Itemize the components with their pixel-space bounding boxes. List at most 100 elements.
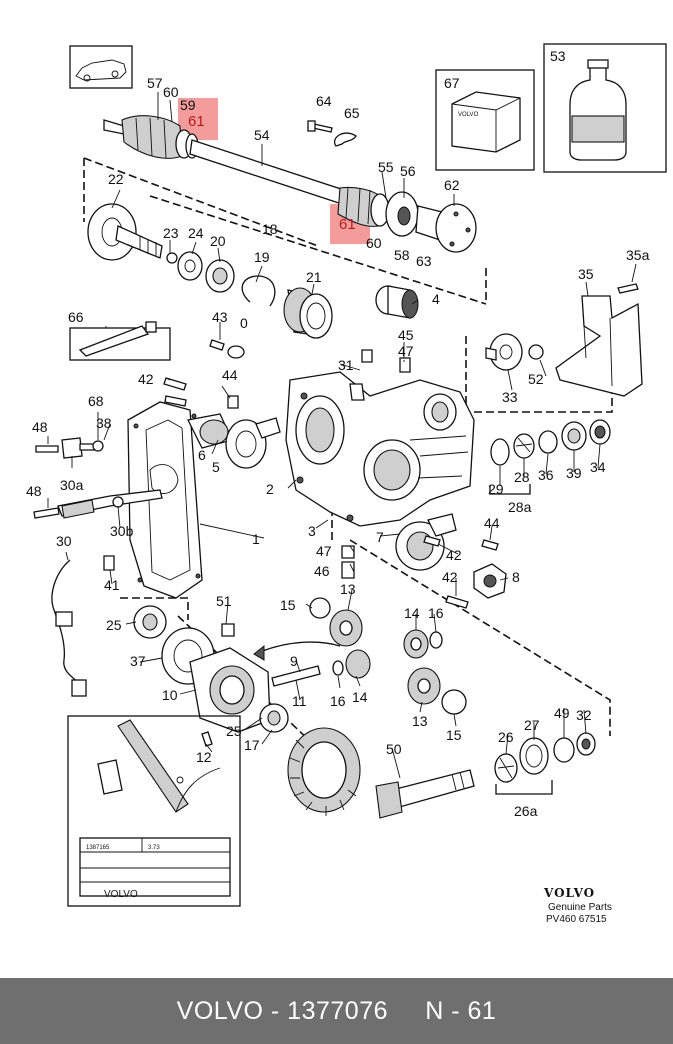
car-icon	[69, 45, 133, 89]
connector	[55, 611, 73, 627]
part-label: 53	[550, 48, 566, 64]
sleeve-4	[375, 285, 419, 319]
part-label: 23	[163, 225, 179, 241]
part-label: 30a	[60, 477, 84, 493]
part-label: 14	[352, 689, 368, 705]
gear-13b	[407, 667, 441, 705]
bracket-35	[555, 283, 643, 397]
sleeve-21	[283, 287, 333, 339]
bolt	[481, 539, 499, 551]
part-label: 65	[344, 105, 360, 121]
part-label: 43	[212, 309, 228, 325]
part-label: 35	[578, 266, 594, 282]
bolt	[341, 561, 355, 579]
inset-brand: VOLVO	[104, 889, 138, 900]
part-label: 28	[514, 469, 530, 485]
part-label: 64	[316, 93, 332, 109]
highlight-label: 61	[339, 216, 356, 233]
washer	[227, 345, 245, 359]
brand-subtitle: Genuine Parts	[548, 902, 612, 913]
part-label: 16	[428, 605, 444, 621]
washer-16b	[332, 660, 344, 676]
part-label: 36	[538, 467, 554, 483]
bolt	[227, 395, 239, 409]
part-label: 46	[314, 563, 330, 579]
part-label: 20	[210, 233, 226, 249]
part-labels: 57 60 59 61 64 65 54 55 56 62 22 18 61 6…	[26, 48, 650, 819]
bolt	[33, 507, 60, 519]
bearing-26	[494, 753, 518, 783]
part-label: 10	[162, 687, 178, 703]
part-label: 13	[340, 581, 356, 597]
part-label: 47	[316, 543, 332, 559]
part-label: 31	[338, 357, 354, 373]
gear-13	[329, 609, 363, 647]
part-label: 55	[378, 159, 394, 175]
part-label: 11	[292, 693, 307, 709]
part-label: 49	[554, 705, 570, 721]
part-label: 68	[88, 393, 104, 409]
bearing-25	[133, 605, 167, 639]
part-label: 29	[488, 481, 504, 497]
bearing-28	[513, 433, 535, 459]
nut-8	[473, 563, 507, 599]
seal-34	[589, 419, 611, 445]
bolt	[163, 377, 187, 391]
part-label: 47	[398, 343, 414, 359]
part-label: 60	[366, 235, 382, 251]
part-label: 48	[26, 483, 42, 499]
part-label: 62	[444, 177, 460, 193]
part-label: 24	[188, 225, 204, 241]
part-label: 1	[252, 531, 260, 547]
part-label: 28a	[508, 499, 532, 515]
part-label: 59	[180, 97, 196, 113]
cup-27	[519, 737, 549, 775]
washer-15	[309, 597, 331, 619]
part-label: 33	[502, 389, 518, 405]
grease-tube-66	[69, 321, 171, 361]
footer-text: VOLVO - 1377076 N - 61	[176, 996, 497, 1025]
part-label: 7	[376, 529, 384, 545]
part-label: 21	[306, 269, 322, 285]
part-label: 17	[244, 737, 260, 753]
part-label: 19	[254, 249, 270, 265]
exploded-parts-diagram: VOLVO	[26, 43, 667, 925]
bottle-53	[543, 43, 667, 173]
shaft-9	[271, 665, 321, 687]
inset-code-right: 3.73	[148, 845, 160, 851]
bolt	[341, 545, 355, 559]
part-label: 56	[400, 163, 416, 179]
part-label: 41	[104, 577, 120, 593]
part-label: 0	[240, 315, 248, 331]
flange-33	[485, 333, 523, 371]
bolt	[221, 623, 235, 637]
part-label: 2	[266, 481, 274, 497]
part-label: 14	[404, 605, 420, 621]
sensor-cable-30	[51, 559, 81, 685]
part-label: 44	[222, 367, 238, 383]
part-label: 25	[106, 617, 122, 633]
part-label: 42	[138, 371, 154, 387]
part-label: 26a	[514, 803, 538, 819]
seal-24	[177, 251, 203, 281]
part-label: 16	[330, 693, 346, 709]
arrow-head	[253, 644, 265, 661]
curved-arrow	[259, 641, 341, 653]
part-label: 26	[498, 729, 514, 745]
part-label: 27	[524, 717, 540, 733]
bearing-20	[205, 259, 235, 293]
bracket-26a	[495, 780, 553, 795]
highlight-label: 61	[188, 113, 205, 130]
part-label: 15	[280, 597, 296, 613]
washer-15b	[441, 689, 467, 715]
dashed-outline	[149, 195, 487, 305]
seal-29	[490, 438, 510, 466]
bracket-28a	[489, 484, 531, 495]
part-label: 63	[416, 253, 432, 269]
part-label: 39	[566, 465, 582, 481]
leader-lines	[47, 92, 637, 779]
part-label: 12	[196, 749, 212, 765]
nut-52	[528, 344, 544, 360]
part-label: 45	[398, 327, 414, 343]
part-label: 42	[442, 569, 458, 585]
